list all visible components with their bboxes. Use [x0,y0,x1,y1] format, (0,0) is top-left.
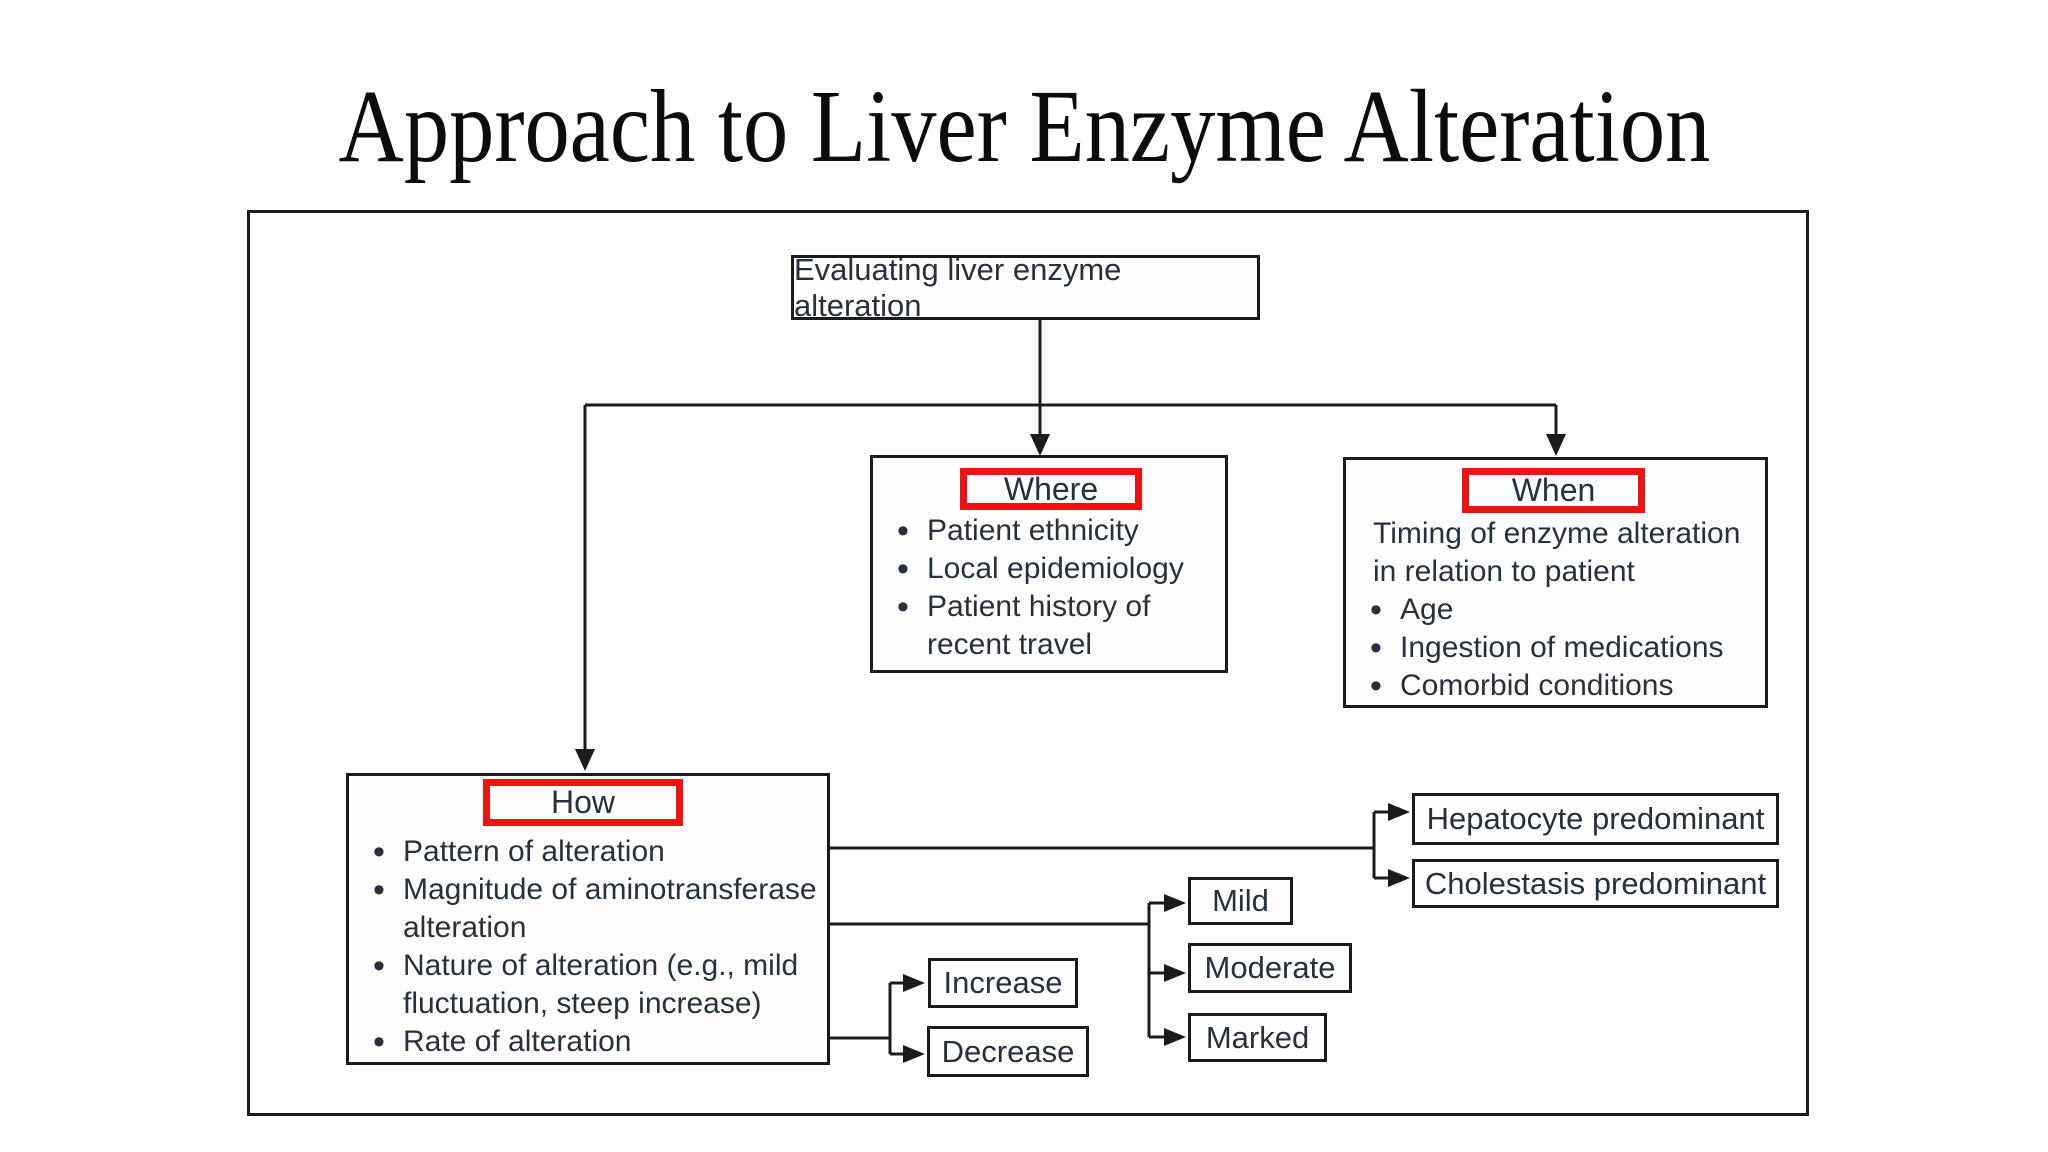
mild-box: Mild [1188,877,1293,925]
arrowhead-right-icon [1164,894,1186,912]
cholestasis-predominant-label: Cholestasis predominant [1424,865,1767,901]
decrease-box: Decrease [927,1026,1089,1077]
when-box: When Timing of enzyme alteration in rela… [1343,457,1768,708]
page-title: Approach to Liver Enzyme Alteration [0,72,2048,182]
arrowhead-right-icon [1164,1028,1186,1046]
hepatocyte-predominant-label: Hepatocyte predominant [1426,801,1765,836]
when-intro-text: Timing of enzyme alteration in relation … [1373,517,1741,588]
cholestasis-predominant-box: Cholestasis predominant [1412,859,1779,908]
bullet-item: Ingestion of medications [1346,629,1765,667]
decrease-label: Decrease [941,1033,1075,1069]
arrowhead-right-icon [1388,869,1410,887]
increase-box: Increase [928,958,1078,1008]
arrowhead-down-icon [575,749,595,771]
bullet-item: Nature of alteration (e.g., mild fluctua… [349,947,827,1023]
increase-label: Increase [943,965,1063,1000]
how-box: How Pattern of alteration Magnitude of a… [346,773,830,1065]
how-header-label: How [550,784,615,820]
page-title-text: Approach to Liver Enzyme Alteration [338,69,1710,184]
arrowhead-down-icon [1030,434,1050,456]
hepatocyte-predominant-box: Hepatocyte predominant [1412,793,1779,845]
marked-label: Marked [1205,1019,1310,1055]
arrowhead-right-icon [903,974,925,992]
moderate-box: Moderate [1188,943,1352,993]
marked-box: Marked [1188,1013,1327,1062]
where-header-highlight: Where [960,468,1142,510]
bullet-item: Pattern of alteration [349,833,827,871]
bullet-item: Local epidemiology [873,550,1225,588]
moderate-label: Moderate [1204,950,1336,985]
flow-root-label: Evaluating liver enzyme alteration [794,251,1122,323]
flow-root-box: Evaluating liver enzyme alteration [791,252,1260,323]
where-header-label: Where [1003,470,1099,507]
how-bullet-list: Pattern of alteration Magnitude of amino… [349,833,827,1061]
when-header-label: When [1511,472,1596,508]
mild-label: Mild [1212,883,1269,918]
arrowhead-right-icon [1388,803,1410,821]
arrowhead-down-icon [1546,434,1566,456]
bullet-item: Patient ethnicity [873,512,1225,550]
how-header-highlight: How [483,779,683,826]
arrowhead-right-icon [1164,964,1186,982]
bullet-item: Magnitude of aminotransferase alteration [349,871,827,947]
bullet-item: Age [1346,591,1765,629]
where-bullet-list: Patient ethnicity Local epidemiology Pat… [873,512,1225,664]
when-header-highlight: When [1462,468,1645,513]
when-body: Timing of enzyme alteration in relation … [1346,515,1765,705]
bullet-item: Rate of alteration [349,1023,827,1061]
bullet-item: Comorbid conditions [1346,667,1765,705]
arrowhead-right-icon [903,1045,925,1063]
bullet-item: Patient history of recent travel [873,588,1225,664]
where-box: Where Patient ethnicity Local epidemiolo… [870,455,1228,673]
